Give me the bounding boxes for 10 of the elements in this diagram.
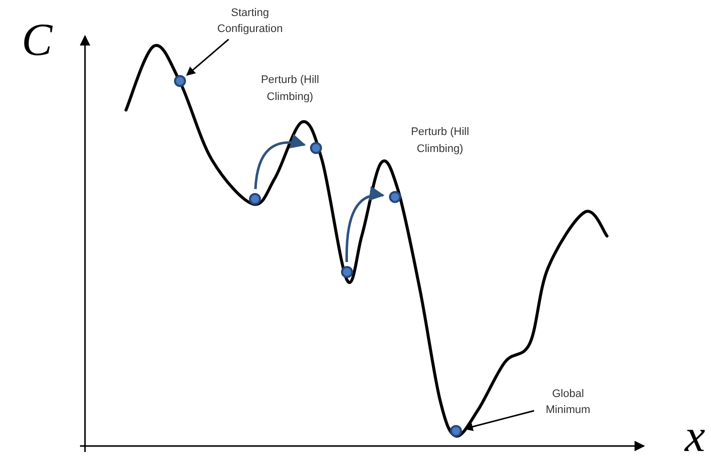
axis-label: x (683, 414, 706, 458)
curved-arrow (346, 187, 385, 262)
leader-arrow (186, 38, 230, 76)
callout-text: Global Minimum (536, 385, 600, 419)
axis-label: C (20, 13, 54, 67)
leader-arrow (464, 410, 534, 432)
annotation-text: Perturb (Hill Climbing) (410, 125, 470, 157)
annotation-text: Perturb (Hill Climbing) (260, 73, 320, 105)
curved-arrow (254, 134, 306, 190)
callout-text: Starting Configuration (200, 4, 300, 38)
